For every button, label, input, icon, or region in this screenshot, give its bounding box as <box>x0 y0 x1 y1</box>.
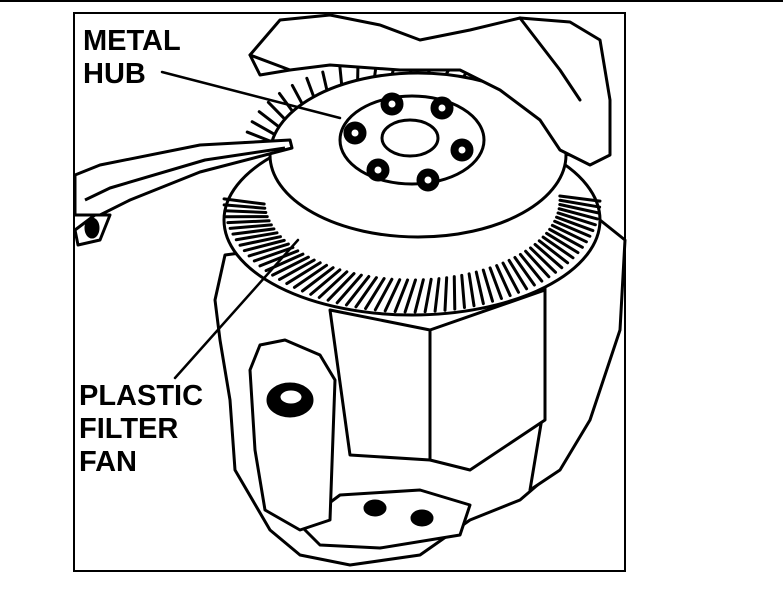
fan-blade <box>488 266 503 301</box>
fan-blade <box>222 197 266 206</box>
fan-blade <box>507 258 529 291</box>
fan-blade <box>226 219 271 225</box>
fan-blade <box>545 231 580 255</box>
fan-blade <box>558 198 602 209</box>
fan-blade <box>234 231 279 242</box>
fan-blade <box>278 258 316 281</box>
fan-blade <box>285 261 322 286</box>
label-metal-hub-line2: HUB <box>83 58 146 90</box>
fan-blade <box>309 268 342 296</box>
fan-blade <box>556 211 597 227</box>
fan-blade <box>558 194 602 203</box>
fan-blade <box>252 246 295 263</box>
fan-blade <box>423 277 433 314</box>
fan-blade <box>300 266 335 293</box>
leader-metal-hub <box>160 70 342 120</box>
fan-blade <box>524 249 551 279</box>
fan-blade <box>467 272 476 308</box>
fan-blade <box>238 235 282 247</box>
pliers <box>73 138 294 217</box>
fan-blade <box>548 227 584 249</box>
fan-blade <box>247 242 290 258</box>
fan-blade <box>292 263 329 289</box>
mount-boss <box>248 338 337 532</box>
fan-blade <box>393 278 410 314</box>
fan-blade <box>518 252 544 283</box>
fan-blade <box>373 277 394 312</box>
fan-blade <box>555 215 595 233</box>
label-metal-hub: METAL HUB <box>83 25 181 91</box>
label-fan-line1: PLASTIC <box>79 380 204 412</box>
fan-blade <box>550 223 588 244</box>
fan-blade <box>222 203 267 210</box>
label-fan-line2: FILTER <box>79 413 179 445</box>
fan-blade <box>344 275 371 307</box>
fan-blade <box>452 275 457 311</box>
fan-blade <box>460 273 466 310</box>
fan-blade <box>413 278 425 314</box>
fan-blade <box>558 203 601 215</box>
fan-blade <box>383 278 402 313</box>
metal-hub-center <box>380 118 440 158</box>
fan-blade <box>354 276 378 309</box>
fan-blade <box>501 261 521 294</box>
fan-blade <box>242 238 286 253</box>
label-plastic-filter-fan: PLASTIC FILTER FAN <box>79 380 203 479</box>
fan-blade <box>228 223 273 230</box>
fan-blade <box>258 249 300 268</box>
fan-blade <box>557 207 599 221</box>
fan-blade <box>513 255 536 287</box>
fan-blade <box>553 219 592 238</box>
fan-blade <box>481 268 495 303</box>
bolt-hole <box>363 499 387 517</box>
fan-blade <box>231 227 276 236</box>
label-metal-hub-line1: METAL <box>83 25 181 57</box>
label-fan-line3: FAN <box>79 446 137 478</box>
bolt-hole <box>410 509 434 527</box>
fan-blade <box>533 242 564 270</box>
fan-blade <box>474 270 485 306</box>
fan-blade <box>364 277 386 311</box>
hand <box>248 13 612 167</box>
fan-blade <box>223 209 268 214</box>
fan-blade <box>403 278 417 314</box>
fan-blade <box>335 273 363 305</box>
fan-blade <box>537 239 570 265</box>
fan-blade <box>433 277 441 313</box>
fan-blade <box>271 255 310 277</box>
fan-blade <box>541 235 575 260</box>
fan-blade <box>326 272 356 302</box>
top-rule <box>0 0 783 2</box>
fan-blade <box>495 264 512 298</box>
fan-blade <box>529 246 558 274</box>
fan-blade <box>443 276 449 312</box>
fan-blade <box>317 270 349 299</box>
leader-plastic-fan <box>173 238 300 380</box>
